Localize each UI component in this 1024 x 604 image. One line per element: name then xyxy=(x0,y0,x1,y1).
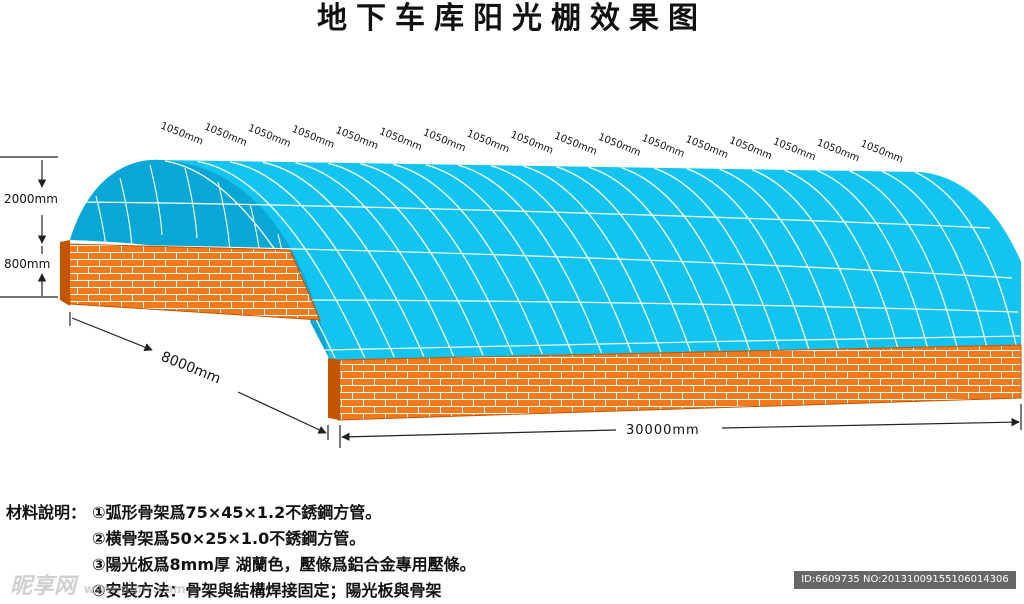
segment-label: 1050mm xyxy=(596,132,642,159)
cross-purlins xyxy=(79,201,1021,351)
arch-rib xyxy=(784,169,899,348)
length-label: 30000mm xyxy=(626,423,700,438)
segment-label: 1050mm xyxy=(771,136,817,163)
arch-rib xyxy=(653,167,780,350)
materials-note-4: ④安裝方法：骨架與結構焊接固定；陽光板與骨架 xyxy=(6,578,476,604)
segment-label: 1050mm xyxy=(684,134,730,161)
arch-rib xyxy=(295,162,455,356)
watermark-id: ID:6609735 NO:20131009155106014306 xyxy=(794,571,1016,589)
materials-item-1: ①弧形骨架爲75×45×1.2不銹鋼方管。 xyxy=(92,503,382,522)
arch-rib xyxy=(849,170,958,347)
roof-end-face xyxy=(70,159,330,360)
segment-labels: 1050mm1050mm1050mm1050mm1050mm1050mm1050… xyxy=(159,121,905,166)
purlin xyxy=(79,201,991,229)
arch-height-label: 2000mm xyxy=(4,192,58,206)
materials-notes: 材料說明： ①弧形骨架爲75×45×1.2不銹鋼方管。 ②横骨架爲50×25×1.… xyxy=(6,500,476,604)
wall-height-label: 800mm xyxy=(4,257,50,271)
arch-rib xyxy=(425,164,573,354)
segment-label: 1050mm xyxy=(640,133,686,160)
arch-rib xyxy=(556,166,691,352)
segment-label: 1050mm xyxy=(553,131,599,158)
materials-note-3: ③陽光板爲8mm厚 湖蘭色，壓條爲鋁合金專用壓條。 xyxy=(6,552,476,578)
arch-rib xyxy=(621,167,751,351)
arch-rib xyxy=(458,164,603,354)
segment-label: 1050mm xyxy=(159,121,205,148)
end-brick-wall xyxy=(67,243,321,321)
arch-ribs xyxy=(95,160,1017,359)
materials-note-2: ②横骨架爲50×25×1.0不銹鋼方管。 xyxy=(6,526,476,552)
materials-note-1: 材料說明： ①弧形骨架爲75×45×1.2不銹鋼方管。 xyxy=(6,500,476,526)
arch-rib xyxy=(523,165,662,353)
dimension-lines xyxy=(0,156,1022,448)
end-face-rib xyxy=(119,177,133,249)
arch-rib xyxy=(197,160,366,358)
arch-rib xyxy=(360,163,514,355)
arch-rib xyxy=(327,162,484,356)
segment-label: 1050mm xyxy=(815,137,861,164)
watermark-logo: 昵享网 www.nipic.com xyxy=(10,574,186,599)
arch-rib xyxy=(751,169,869,349)
arch-rib xyxy=(914,171,1017,346)
end-wall-cap xyxy=(60,240,70,306)
materials-item-4: ④安裝方法：骨架與結構焊接固定；陽光板與骨架 xyxy=(92,581,442,600)
end-face-rib xyxy=(184,167,198,239)
width-label: 8000mm xyxy=(159,349,223,387)
arch-rib xyxy=(262,161,425,357)
segment-label: 1050mm xyxy=(509,130,555,157)
segment-label: 1050mm xyxy=(246,123,292,150)
segment-label: 1050mm xyxy=(203,122,249,149)
page-title: 地下车库阳光棚效果图 xyxy=(317,1,707,36)
segment-label: 1050mm xyxy=(378,126,424,153)
arch-rib xyxy=(230,161,395,358)
arch-rib xyxy=(719,168,839,349)
end-face-rib xyxy=(217,181,231,253)
arch-rib xyxy=(393,163,543,355)
materials-item-3: ③陽光板爲8mm厚 湖蘭色，壓條爲鋁合金專用壓條。 xyxy=(92,555,476,574)
materials-label: 材料說明： xyxy=(6,503,87,522)
purlin xyxy=(149,245,1013,279)
segment-label: 1050mm xyxy=(421,127,467,154)
arch-rib xyxy=(816,169,928,347)
arch-rib xyxy=(686,168,810,350)
segment-label: 1050mm xyxy=(334,125,380,152)
side-wall-cap xyxy=(328,358,340,420)
segment-label: 1050mm xyxy=(859,139,905,166)
arch-rib xyxy=(882,170,988,346)
purlin xyxy=(324,335,1021,351)
arch-rib xyxy=(588,166,721,351)
segment-label: 1050mm xyxy=(728,135,774,162)
purlin xyxy=(289,299,1019,313)
arch-rib xyxy=(490,165,632,353)
segment-label: 1050mm xyxy=(465,128,511,155)
materials-item-2: ②横骨架爲50×25×1.0不銹鋼方管。 xyxy=(92,529,366,548)
segment-label: 1050mm xyxy=(290,124,336,151)
